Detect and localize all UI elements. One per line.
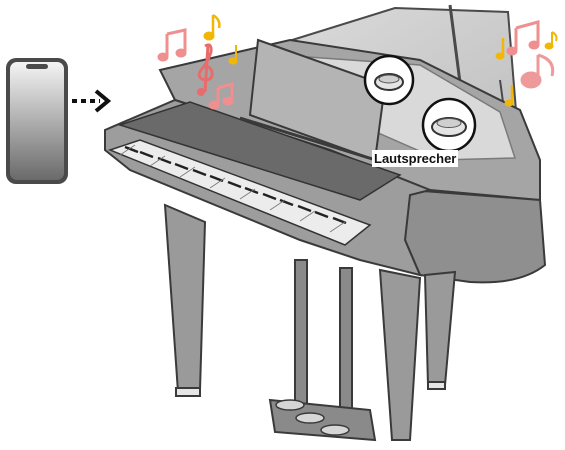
smartphone-icon bbox=[6, 58, 68, 184]
music-note-icon bbox=[157, 13, 558, 110]
speaker-icon bbox=[363, 54, 477, 161]
dashed-arrow-icon bbox=[72, 89, 112, 113]
speaker-callout-label: Lautsprecher bbox=[372, 150, 459, 167]
piano-pedals bbox=[275, 399, 350, 436]
grand-piano bbox=[104, 38, 547, 442]
piano-keyboard bbox=[107, 139, 372, 246]
